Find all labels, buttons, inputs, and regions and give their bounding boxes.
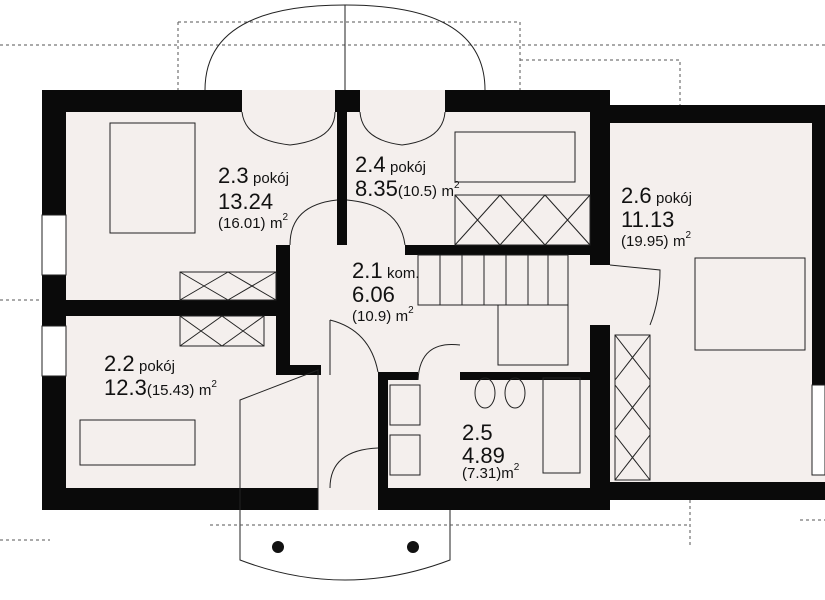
bed-icon: [694, 257, 806, 351]
sink-icon: [389, 434, 421, 476]
svg-text:2.5: 2.5: [462, 420, 493, 445]
svg-text:2.2 pokój: 2.2 pokój: [104, 351, 175, 376]
svg-text:13.24: 13.24: [218, 189, 273, 214]
svg-text:(16.01) m2: (16.01) m2: [218, 212, 288, 232]
room-label-2-1: 2.1 kom. 6.06 (10.9) m2: [352, 258, 420, 325]
toilet-icon: [474, 377, 496, 409]
roof-outline: [0, 4, 825, 581]
bathroom-fixtures: [389, 377, 581, 476]
windows: [41, 214, 825, 476]
wardrobes: [179, 194, 651, 481]
sink-icon: [389, 384, 421, 426]
staircase: [417, 254, 569, 366]
svg-text:11.13: 11.13: [621, 207, 674, 232]
svg-text:2.4 pokój: 2.4 pokój: [355, 152, 426, 177]
column-icon: [272, 541, 284, 553]
bathtub-icon: [542, 377, 581, 474]
bed-icon: [109, 122, 196, 234]
room-label-2-2: 2.2 pokój 12.3(15.43) m2: [104, 351, 217, 400]
svg-text:6.06: 6.06: [352, 282, 395, 307]
bed-icon: [79, 419, 196, 466]
svg-text:(19.95) m2: (19.95) m2: [621, 230, 691, 250]
svg-text:2.1 kom.: 2.1 kom.: [352, 258, 420, 283]
svg-text:4.89: 4.89: [462, 443, 505, 468]
wing-floor: [600, 105, 825, 500]
bed-icon: [454, 131, 576, 183]
svg-text:(10.9) m2: (10.9) m2: [352, 305, 414, 325]
beds: [79, 122, 806, 466]
column-icon: [407, 541, 419, 553]
svg-text:2.3 pokój: 2.3 pokój: [218, 163, 289, 188]
bidet-icon: [504, 377, 526, 409]
doors: [239, 111, 661, 510]
svg-text:12.3(15.43) m2: 12.3(15.43) m2: [104, 375, 217, 400]
room-label-2-6: 2.6 pokój 11.13 (19.95) m2: [621, 183, 692, 250]
svg-text:(7.31)m2: (7.31)m2: [462, 462, 520, 482]
walls: [42, 90, 825, 510]
svg-text:2.6 pokój: 2.6 pokój: [621, 183, 692, 208]
room-label-2-4: 2.4 pokój 8.35(10.5) m2: [355, 152, 460, 201]
room-label-2-3: 2.3 pokój 13.24 (16.01) m2: [218, 163, 289, 232]
svg-text:8.35(10.5) m2: 8.35(10.5) m2: [355, 176, 460, 201]
room-label-2-5: 2.5 4.89 (7.31)m2: [462, 420, 520, 482]
